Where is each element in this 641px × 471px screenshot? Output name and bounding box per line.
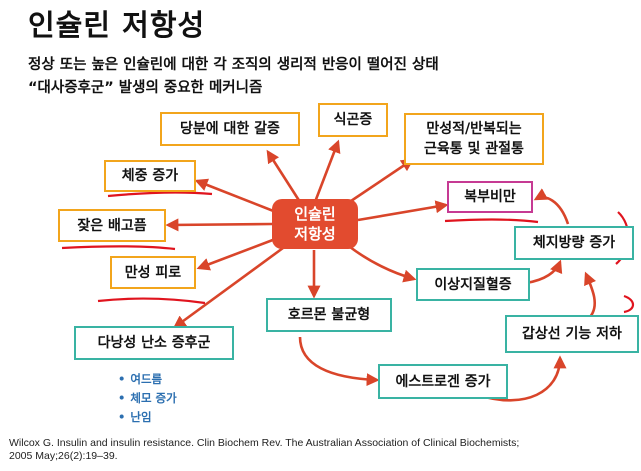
node-binge: 식곤증 — [318, 103, 388, 137]
node-dyslipidemia: 이상지질혈증 — [416, 268, 530, 301]
citation-line1: Wilcox G. Insulin and insulin resistance… — [9, 437, 520, 449]
arrow-bodyfat-to-abdominal — [533, 188, 570, 225]
arrow-to-weight-gain — [194, 178, 277, 214]
pcos-symptom-item: 난임 — [118, 409, 177, 428]
node-weight-gain: 체중 증가 — [104, 160, 196, 192]
underline-chronic-fatigue — [97, 297, 206, 305]
subtitle-line-2: “대사증후군” 발생의 중요한 메커니즘 — [28, 80, 263, 96]
muscle-pain-line2: 근육통 및 관절통 — [424, 141, 524, 157]
arrow-to-abdominal-obesity — [357, 200, 449, 222]
subtitle-line-1: 정상 또는 높은 인슐린에 대한 각 조직의 생리적 반응이 떨어진 상태 — [28, 57, 439, 73]
pcos-symptom-item: 체모 증가 — [118, 390, 176, 409]
pcos-symptom-list: 여드름 체모 증가 난임 — [118, 371, 177, 428]
node-chronic-fatigue: 만성 피로 — [110, 256, 196, 289]
center-label-line2: 저항성 — [294, 225, 336, 243]
node-hormone-imbalance: 호르몬 불균형 — [266, 298, 392, 332]
node-body-fat-increase: 체지방량 증가 — [514, 226, 634, 260]
arrow-to-binge — [313, 139, 341, 203]
node-estrogen-increase: 에스트로겐 증가 — [378, 364, 508, 399]
node-abdominal-obesity: 복부비만 — [447, 181, 533, 213]
bracket-thyroid — [623, 294, 635, 314]
page-title: 인슐린 저항성 — [28, 8, 206, 42]
arrow-dyslipidemia-to-bodyfat — [525, 259, 563, 285]
citation-line2: 2005 May;26(2):19–39. — [9, 450, 118, 462]
node-sugar-craving: 당분에 대한 갈증 — [160, 112, 300, 146]
underline-frequent-hunger — [61, 245, 176, 251]
arrow-to-muscle-pain — [344, 158, 415, 207]
arrow-hormone-to-estrogen — [298, 336, 380, 387]
center-label-line1: 인슐린 — [294, 205, 336, 223]
arrow-to-chronic-fatigue — [196, 236, 279, 271]
node-frequent-hunger: 잦은 배고픔 — [58, 209, 166, 242]
node-pcos: 다낭성 난소 증후군 — [74, 326, 234, 360]
arrow-to-sugar-craving — [266, 149, 302, 203]
arrow-to-pcos — [172, 246, 284, 329]
muscle-pain-line1: 만성적/반복되는 — [426, 121, 522, 137]
arrow-to-frequent-hunger — [165, 218, 273, 232]
citation: Wilcox G. Insulin and insulin resistance… — [9, 437, 639, 463]
underline-weight-gain — [107, 191, 213, 198]
arrow-thyroid-to-bodyfat — [584, 271, 597, 318]
arrow-to-dyslipidemia — [349, 245, 417, 283]
pcos-symptom-item: 여드름 — [118, 371, 177, 390]
underline-abdominal-obesity — [444, 218, 539, 224]
node-hypothyroidism: 갑상선 기능 저하 — [505, 315, 639, 353]
